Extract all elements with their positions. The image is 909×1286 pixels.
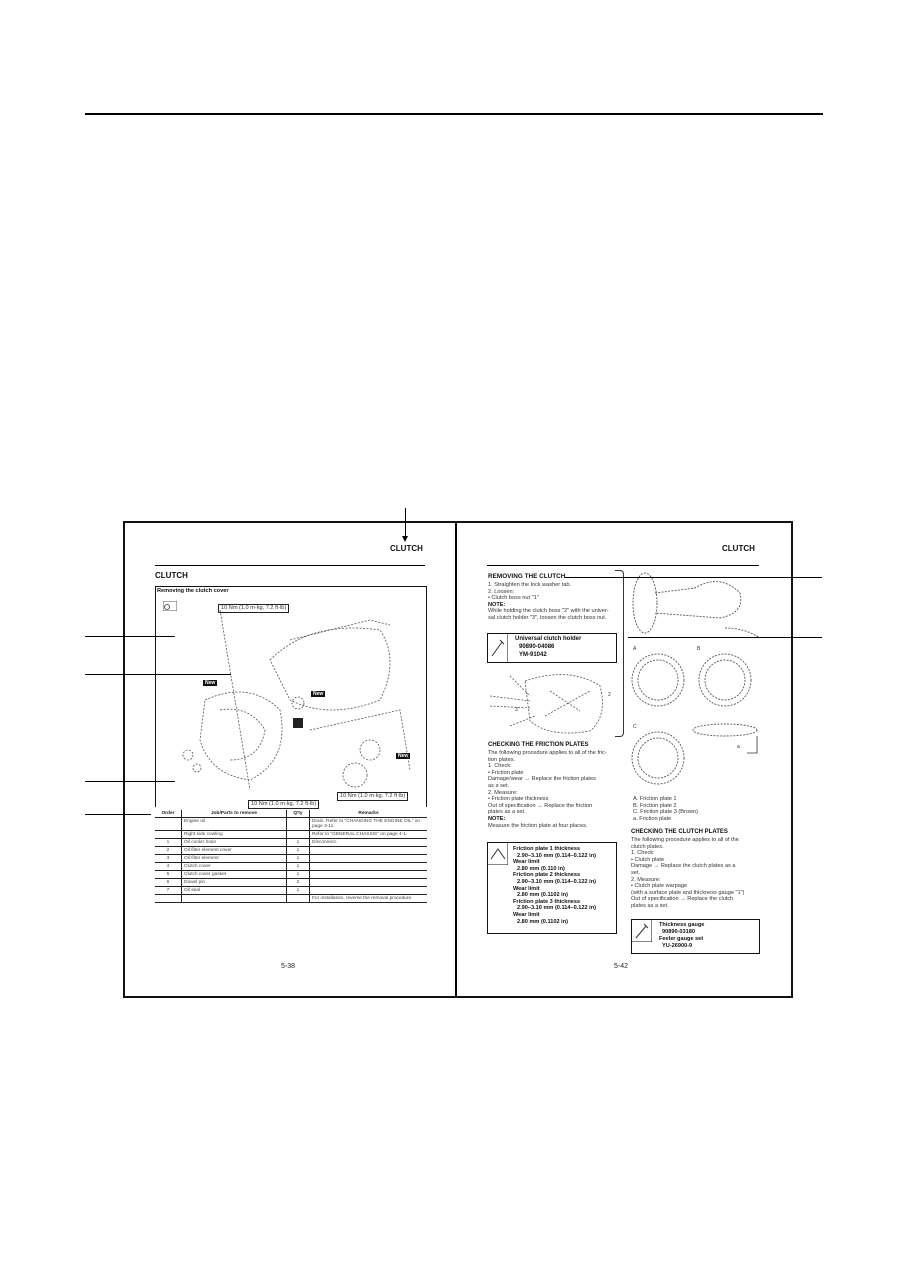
pointer-arrow [85,781,175,782]
table-header-row: Order Job/Parts to remove Q'ty Remarks [155,810,427,818]
tool-box-thickness-gauge: Thickness gauge 90890-03180 Feeler gauge… [631,919,760,954]
measure-icon [488,843,508,865]
clutch-plates-procedure: The following procedure applies to all o… [631,837,745,909]
pointer-arrow [565,577,822,578]
header-rule [487,565,759,566]
torque-spec: 10 Nm (1.0 m·kg, 7.2 ft·lb) [248,800,320,809]
new-part-badge: New [203,680,218,686]
arrow-head-icon [402,536,408,542]
removing-clutch-title: REMOVING THE CLUTCH [488,573,566,580]
top-arrow-line [405,508,406,540]
spread-frame [123,521,793,998]
right-page-number: 5-42 [614,963,629,970]
figure-bracket [615,570,624,737]
removing-steps: 1. Straighten the lock washer tab. 2. Lo… [488,582,609,621]
right-page-header: CLUTCH [722,544,755,553]
svg-text:B: B [697,646,701,652]
top-rule [85,113,823,115]
torque-spec: 10 Nm (1.0 m·kg, 7.2 ft·lb) [337,792,409,801]
lock-icon [163,601,177,611]
figure-legend: A. Friction plate 1 B. Friction plate 2 … [633,796,698,822]
left-page-number: 5-38 [281,963,296,970]
svg-text:C: C [633,724,637,730]
section-title: CLUTCH [155,571,188,580]
tool-box-clutch-holder: Universal clutch holder 90890-04086 YM-9… [487,633,617,663]
clutch-cover-exploded-diagram [182,609,411,791]
spec-list: Friction plate 1 thickness 2.90–3.10 mm … [513,846,596,925]
exploded-view-frame [155,586,427,807]
page-divider [455,521,457,996]
friction-plate-figures: A B C a [631,572,761,785]
svg-text:a: a [737,744,740,750]
pointer-arrow [628,637,822,638]
table-row: For installation, reverse the removal pr… [155,894,427,903]
torque-spec: 10 Nm (1.0 m·kg, 7.2 ft·lb) [218,604,290,613]
pointer-arrow [85,674,231,675]
svg-text:A: A [633,646,637,652]
friction-plates-title: CHECKING THE FRICTION PLATES [488,742,589,748]
new-part-badge: New [396,753,411,759]
clutch-plates-title: CHECKING THE CLUTCH PLATES [631,829,728,835]
friction-plate-spec-box: Friction plate 1 thickness 2.90–3.10 mm … [487,842,617,934]
clutch-holder-diagram: 23 [490,674,611,734]
parts-table: Order Job/Parts to remove Q'ty Remarks E… [155,810,427,903]
header-rule [155,565,425,566]
tool-icon [632,920,652,942]
pointer-arrow [85,636,175,637]
pointer-arrow [85,814,151,815]
svg-text:3: 3 [515,707,518,713]
svg-text:2: 2 [608,692,611,698]
friction-procedure: The following procedure applies to all o… [488,750,607,829]
new-part-badge: New [311,691,326,697]
subsection-title: Removing the clutch cover [157,588,229,594]
left-page-header: CLUTCH [390,544,423,553]
tool-icon [491,634,508,662]
